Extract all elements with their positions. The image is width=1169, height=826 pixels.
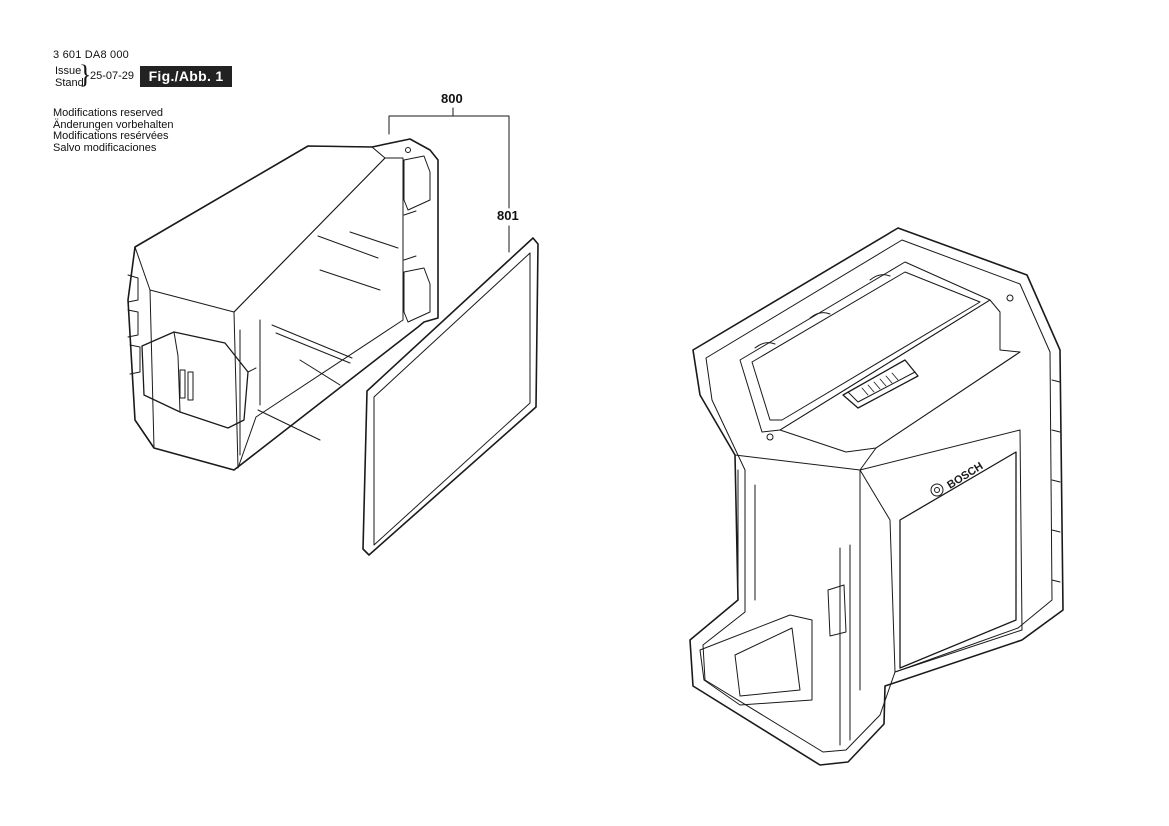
issue-label: Issue — [55, 65, 82, 77]
stand-label: Stand — [55, 77, 84, 89]
callout-801: 801 — [497, 208, 519, 223]
modifications-es: Salvo modificaciones — [53, 141, 157, 154]
battery-compartment-cover — [128, 139, 438, 470]
bosch-logo-icon — [931, 484, 943, 496]
jobsite-radio — [690, 228, 1063, 765]
issue-date: 25-07-29 — [90, 70, 135, 82]
part-number: 3 601 DA8 000 — [53, 49, 129, 61]
modifications-de: Änderungen vorbehalten — [53, 118, 174, 131]
seal-gasket — [363, 238, 538, 555]
modifications-notice: Modifications reserved Änderungen vorbeh… — [53, 107, 174, 154]
modifications-fr: Modifications resérvées — [53, 130, 169, 142]
issue-brace: } — [79, 60, 92, 89]
callout-800: 800 — [441, 91, 463, 106]
figure-badge: Fig./Abb. 1 — [140, 66, 232, 87]
brand-wordmark: BOSCH — [945, 460, 985, 491]
modifications-en: Modifications reserved — [53, 107, 164, 119]
callout-leaders — [389, 108, 509, 252]
